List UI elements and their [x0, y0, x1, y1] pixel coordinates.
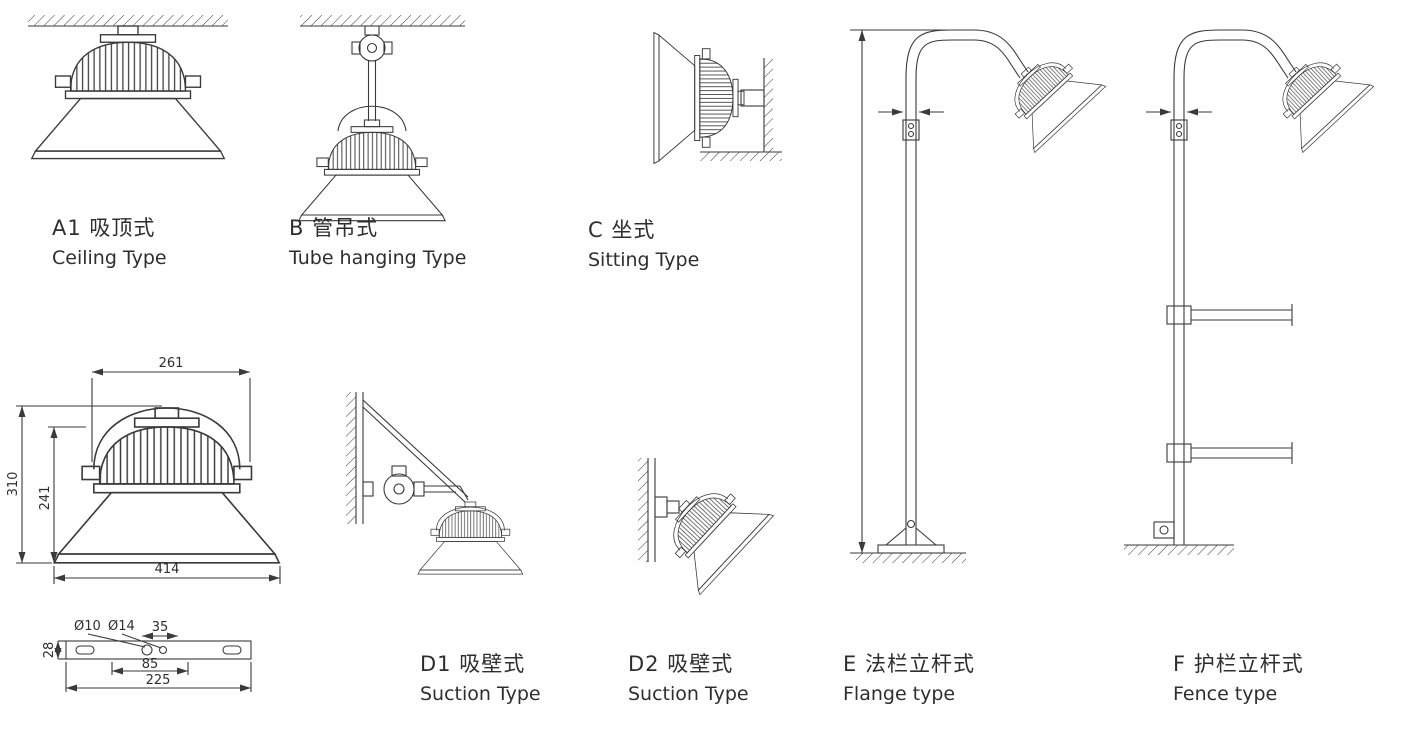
- label-e-en: Flange type: [843, 683, 956, 705]
- dim-hole-large: Ø14: [108, 619, 135, 634]
- label-f: F 护栏立杆式 Fence type: [1173, 648, 1304, 705]
- label-c-zh: C 坐式: [588, 218, 656, 242]
- label-d1-en: Suction Type: [420, 683, 541, 705]
- label-b: B 管吊式 Tube hanging Type: [289, 212, 466, 269]
- label-d2: D2 吸壁式 Suction Type: [628, 648, 749, 705]
- dim-bracket-height: 28: [42, 642, 57, 659]
- figure-f-fence-pole-drawing: [1124, 29, 1375, 555]
- figure-e-flange-pole-drawing: [850, 29, 1107, 563]
- bracket-detail-drawing: Ø10 Ø14 35 28 85 225: [42, 619, 252, 692]
- dim-lamp-overall-height: 310: [6, 472, 21, 497]
- dim-hole-small: Ø10: [74, 619, 101, 634]
- label-a1: A1 吸顶式 Ceiling Type: [52, 212, 167, 269]
- label-a1-zh: A1 吸顶式: [52, 216, 156, 240]
- label-b-en: Tube hanging Type: [289, 247, 467, 269]
- figure-c-sitting-drawing: [653, 32, 782, 164]
- figure-dimension-drawing: 261 310 241 414 Ø10: [6, 356, 281, 692]
- label-d2-en: Suction Type: [628, 683, 749, 705]
- label-c-en: Sitting Type: [588, 249, 700, 271]
- figure-d2-suction-drawing: [638, 458, 774, 595]
- label-d2-zh: D2 吸壁式: [628, 652, 734, 676]
- label-d1: D1 吸壁式 Suction Type: [420, 648, 541, 705]
- label-e-zh: E 法栏立杆式: [843, 652, 975, 676]
- label-c: C 坐式 Sitting Type: [588, 214, 699, 271]
- dim-bracket-hole-spacing: 85: [142, 657, 159, 672]
- dim-lamp-body-height: 241: [38, 486, 53, 511]
- label-a1-en: Ceiling Type: [52, 247, 167, 269]
- dim-shade-diameter: 414: [155, 562, 180, 577]
- label-f-en: Fence type: [1173, 683, 1278, 705]
- dim-bracket-hole-spacing-top: 35: [152, 620, 169, 635]
- figure-a1-ceiling-drawing: [28, 15, 228, 160]
- label-f-zh: F 护栏立杆式: [1173, 652, 1304, 676]
- label-b-zh: B 管吊式: [289, 216, 379, 240]
- dim-lamp-top-width: 261: [159, 356, 184, 371]
- label-d1-zh: D1 吸壁式: [420, 652, 526, 676]
- dim-bracket-length: 225: [146, 673, 171, 688]
- figure-d1-suction-drawing: [346, 392, 524, 575]
- label-e: E 法栏立杆式 Flange type: [843, 648, 975, 705]
- figure-b-tube-hanging-drawing: [298, 15, 465, 222]
